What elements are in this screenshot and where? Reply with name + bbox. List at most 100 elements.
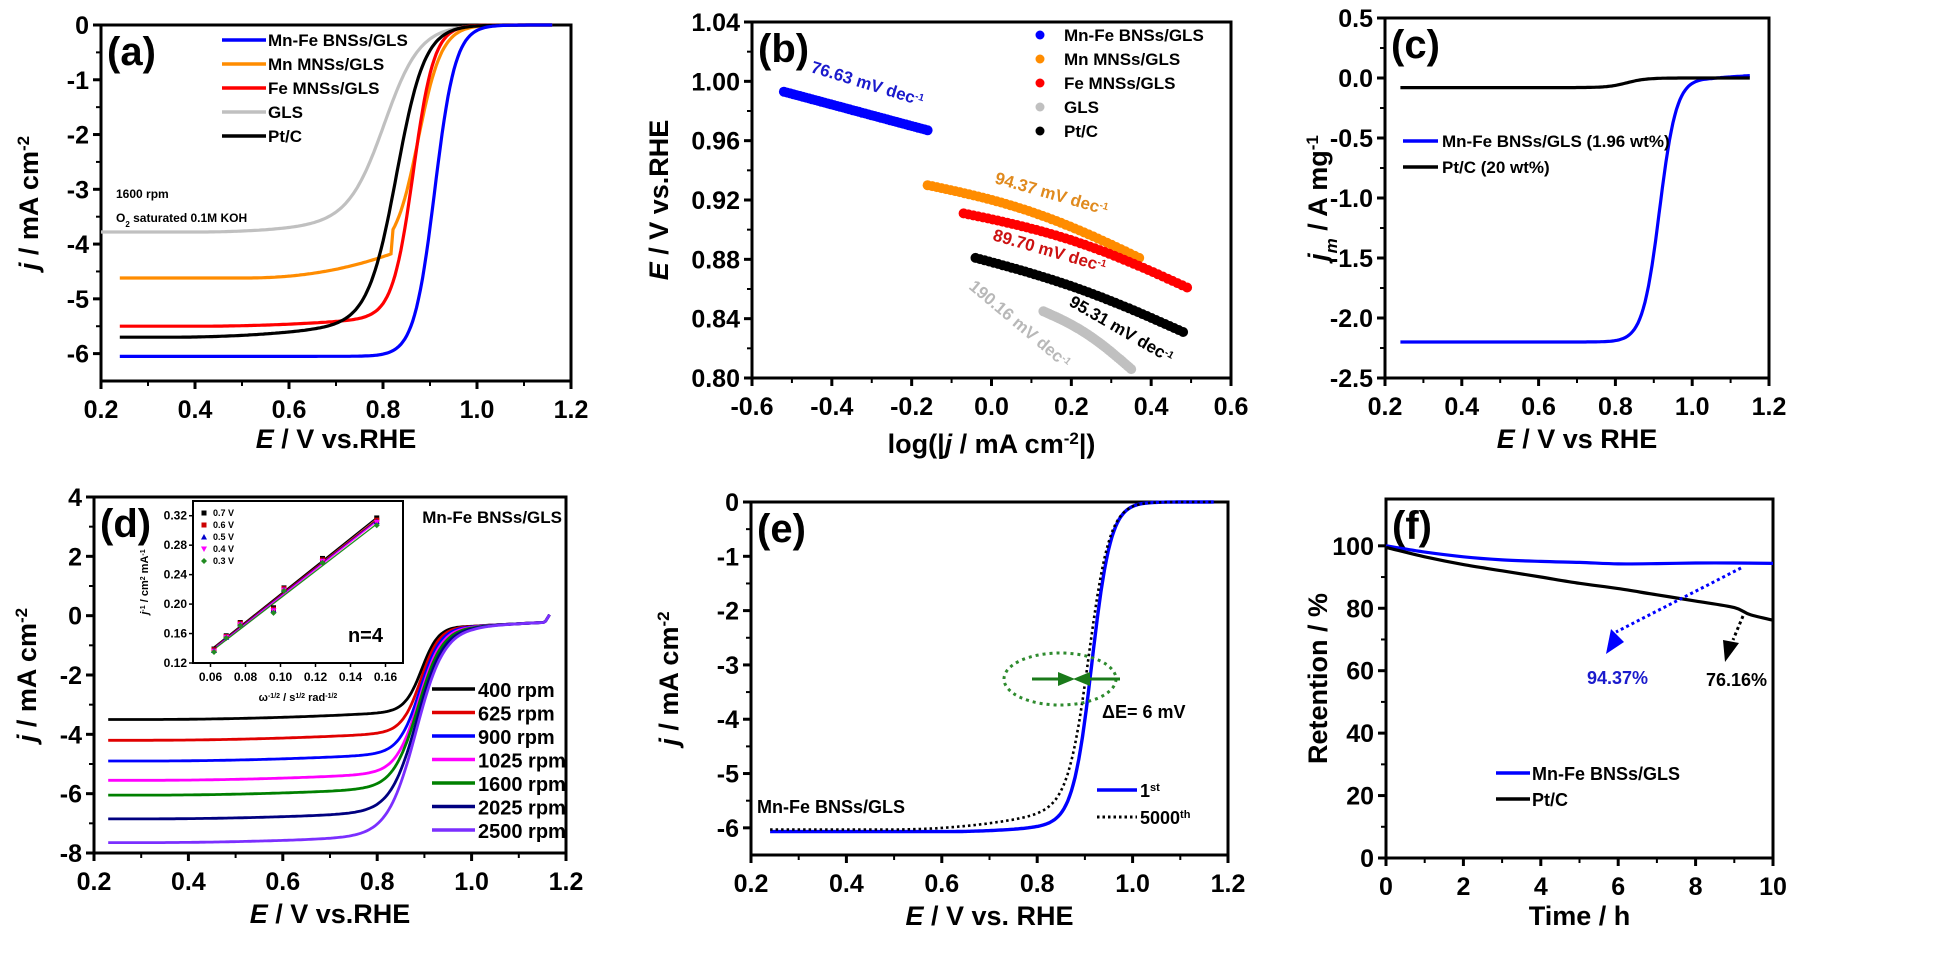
text-part: saturated 0.1M KOH: [130, 211, 247, 225]
legend-marker: [1035, 126, 1045, 136]
legend-label: Fe MNSs/GLS: [1064, 74, 1175, 93]
annotation-retention-mnfe: 94.37%: [1587, 668, 1648, 688]
series-line-2500-rpm: [108, 613, 551, 844]
x-tick-label: 0.8: [1020, 870, 1055, 898]
inset-legend-label: 0.3 V: [213, 556, 234, 566]
legend-label: Mn MNSs/GLS: [268, 55, 384, 74]
x-tick-label: -0.2: [890, 393, 933, 421]
legend-label: Fe MNSs/GLS: [268, 79, 379, 98]
x-tick-label: 6: [1611, 873, 1625, 901]
panel-label: (d): [100, 502, 151, 546]
inset-x-tick-label: 0.08: [234, 670, 258, 684]
y-tick-label: 0.84: [691, 306, 740, 334]
x-tick-label: 0.4: [178, 396, 213, 424]
x-tick-label: 0.8: [360, 868, 395, 896]
y-tick-label: -1.0: [1330, 185, 1373, 213]
x-tick-label: 1.0: [1115, 870, 1150, 898]
y-tick-label: -1: [717, 543, 739, 571]
y-tick-label: 0.88: [691, 246, 740, 274]
text-part: j: [942, 429, 953, 459]
text-part: -1: [914, 91, 926, 104]
x-tick-label: 0.4: [1134, 393, 1169, 421]
y-tick-label: -6: [60, 781, 82, 809]
x-tick-label: 0.2: [734, 870, 769, 898]
x-tick-label: 4: [1534, 873, 1548, 901]
panel-label: (a): [107, 30, 156, 74]
text-part: j: [1303, 253, 1333, 264]
y-tick-label: -4: [717, 706, 739, 734]
legend-marker: [1035, 102, 1045, 112]
y-tick-label: -6: [67, 341, 89, 369]
legend-label: Pt/C: [1532, 790, 1568, 810]
legend-label: GLS: [1064, 98, 1099, 117]
y-tick-label: 0.92: [691, 187, 740, 215]
inset-data-point: [211, 648, 217, 655]
text-part: th: [1180, 809, 1191, 821]
text-part: 2: [125, 220, 130, 229]
x-tick-label: 1.0: [454, 868, 489, 896]
text-part: -2: [14, 136, 33, 151]
x-tick-label: 0.4: [829, 870, 864, 898]
inset-legend-marker: [201, 546, 207, 552]
y-tick-label: 0: [1360, 845, 1374, 873]
y-tick-label: -5: [67, 286, 89, 314]
inset-data-point: [270, 609, 277, 616]
text-part: -1: [1098, 200, 1110, 213]
y-tick-label: -5: [717, 761, 739, 789]
text-part: log(|: [888, 429, 945, 459]
text-part: / mA cm: [12, 623, 42, 735]
legend-label: 900 rpm: [478, 727, 555, 749]
inset-y-tick-label: 0.24: [164, 568, 188, 582]
inset-y-tick-label: 0.20: [164, 597, 188, 611]
annotation-electrolyte: O2 saturated 0.1M KOH: [116, 211, 247, 229]
x-tick-label: 1.2: [549, 868, 584, 896]
data-point: [1126, 364, 1137, 375]
text-part: / mA cm: [654, 627, 684, 739]
y-tick-label: 0.96: [691, 128, 740, 156]
text-part: / V vs.RHE: [274, 424, 417, 454]
y-tick-label: 40: [1346, 720, 1374, 748]
text-part: -2: [12, 608, 31, 623]
x-tick-label: -0.4: [810, 393, 853, 421]
series-line-pt-c: [119, 23, 553, 339]
text-part: |): [1079, 429, 1096, 459]
x-axis-title: E / V vs.RHE: [250, 899, 411, 929]
x-tick-label: 0.4: [1444, 393, 1479, 421]
inset-legend-marker: [201, 522, 207, 528]
legend-label: Mn MNSs/GLS: [1064, 50, 1180, 69]
text-part: ω: [259, 692, 268, 704]
series-points-gls: [1038, 306, 1137, 375]
x-tick-label: 0.8: [1598, 393, 1633, 421]
x-tick-label: 0.4: [171, 868, 206, 896]
y-axis-title: Retention / %: [1303, 593, 1333, 764]
y-tick-label: 1.00: [691, 68, 740, 96]
panel-title: Mn-Fe BNSs/GLS: [422, 508, 562, 527]
x-axis-title: E / V vs.RHE: [256, 424, 417, 454]
inset-data-point: [237, 622, 244, 629]
text-part: 1: [1140, 781, 1150, 801]
legend-label: GLS: [268, 103, 303, 122]
text-part: / A mg: [1303, 150, 1333, 238]
legend-label: Mn-Fe BNSs/GLS: [1064, 26, 1204, 45]
text-part: / V vs.RHE: [268, 899, 411, 929]
y-axis-title: j / mA cm-2: [654, 611, 685, 748]
series-line-mn-fe-bnss-gls: [1385, 544, 1774, 566]
y-tick-label: -6: [717, 815, 739, 843]
inset-x-tick-label: 0.06: [199, 670, 223, 684]
y-tick-label: -2: [67, 122, 89, 150]
text-part: / s: [280, 692, 295, 704]
x-tick-label: 0.2: [77, 868, 112, 896]
series-points-mn-fe-bnss-gls: [778, 86, 933, 136]
panel-label: (f): [1392, 504, 1432, 548]
legend-label: 1st: [1140, 781, 1160, 801]
series-line-pt-c-20-wt-: [1400, 76, 1750, 90]
x-axis-title: Time / h: [1529, 901, 1631, 931]
x-tick-label: 0.0: [974, 393, 1009, 421]
y-tick-label: 2: [68, 543, 82, 571]
x-tick-label: 1.2: [1211, 870, 1246, 898]
x-tick-label: 1.0: [1675, 393, 1710, 421]
legend-label: 625 rpm: [478, 704, 555, 726]
